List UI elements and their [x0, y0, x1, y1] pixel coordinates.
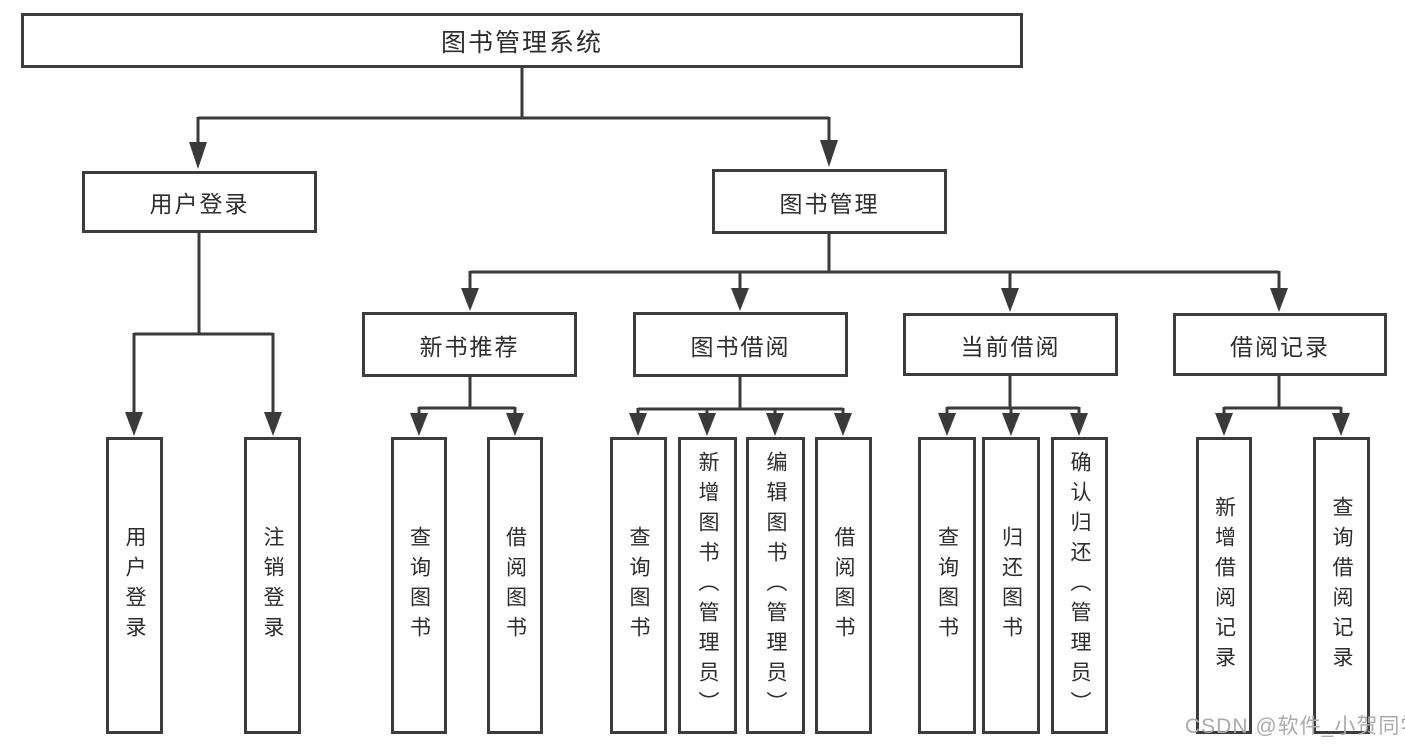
leaf-user-login: 用户登录	[106, 437, 163, 734]
leaf-label: 借阅图书	[503, 525, 527, 646]
leaf-edit-books-admin: 编辑图书（管理员）	[746, 437, 805, 734]
leaf-label: 借阅图书	[832, 525, 855, 646]
leaf-add-borrow-record: 新增借阅记录	[1196, 437, 1252, 734]
leaf-query-books-current: 查询图书	[918, 437, 976, 734]
node-borrow-records: 借阅记录	[1173, 313, 1387, 376]
leaf-label: 用户登录	[123, 525, 146, 646]
leaf-label: 确认归还（管理员）	[1068, 450, 1091, 721]
leaf-label: 注销登录	[261, 525, 284, 646]
leaf-return-books: 归还图书	[982, 437, 1040, 734]
leaf-borrow-books-recommend: 借阅图书	[487, 437, 543, 734]
leaf-label: 查询图书	[407, 525, 431, 646]
leaf-query-books-borrow: 查询图书	[610, 437, 667, 734]
node-book-management: 图书管理	[712, 169, 947, 234]
csdn-watermark: CSDN @软件_小贺同学	[1185, 715, 1405, 738]
leaf-logout-login: 注销登录	[244, 437, 301, 734]
leaf-query-borrow-record: 查询借阅记录	[1313, 437, 1370, 734]
leaf-label: 新增图书（管理员）	[696, 450, 719, 721]
leaf-label: 查询图书	[627, 525, 650, 646]
node-user-login: 用户登录	[82, 171, 317, 233]
leaf-label: 编辑图书（管理员）	[764, 450, 787, 721]
leaf-add-books-admin: 新增图书（管理员）	[678, 437, 737, 734]
node-book-borrow: 图书借阅	[633, 312, 848, 377]
node-root: 图书管理系统	[21, 13, 1023, 68]
leaf-label: 新增借阅记录	[1212, 495, 1236, 676]
leaf-label: 查询图书	[935, 525, 959, 646]
leaf-borrow-books: 借阅图书	[815, 437, 872, 734]
leaf-confirm-return-admin: 确认归还（管理员）	[1051, 437, 1108, 734]
node-current-borrow: 当前借阅	[903, 313, 1118, 376]
node-new-book-recommend: 新书推荐	[362, 312, 577, 377]
leaf-label: 查询借阅记录	[1330, 495, 1353, 676]
leaf-query-books-recommend: 查询图书	[391, 437, 447, 734]
leaf-label: 归还图书	[999, 525, 1023, 646]
